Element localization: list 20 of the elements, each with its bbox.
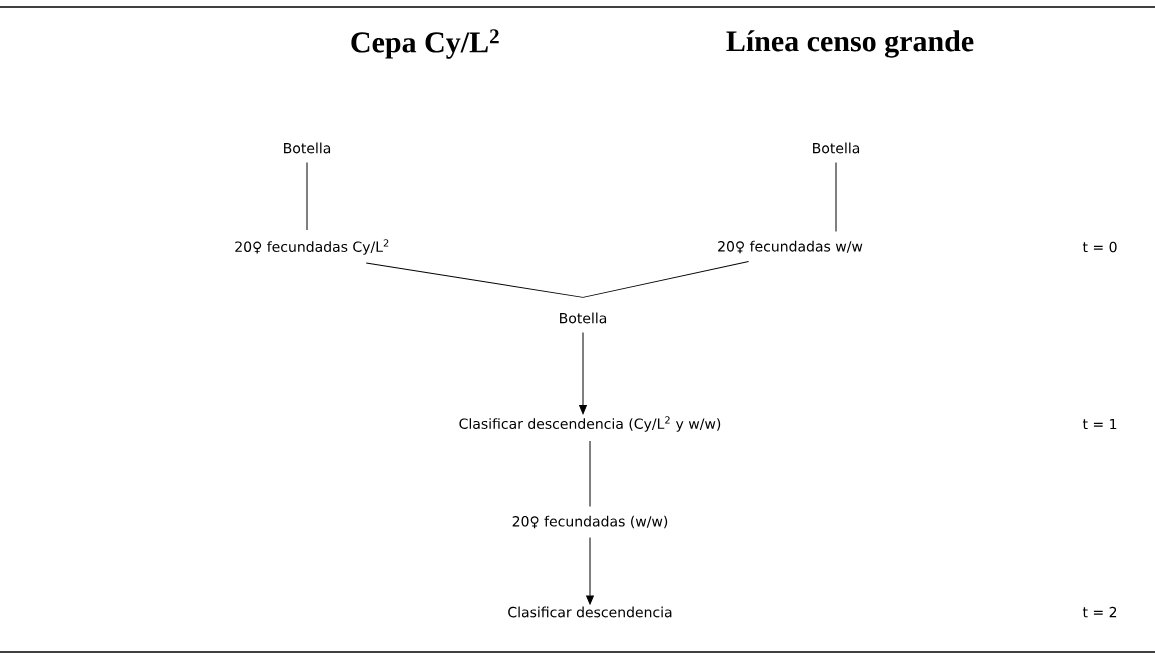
arrow: [579, 332, 587, 415]
step-text: Botella: [560, 312, 607, 324]
step-text: 20♀ fecundadas w/w: [718, 240, 863, 254]
connector-line: [589, 440, 591, 508]
step-text: Clasificar descendencia: [508, 606, 672, 618]
heading: Cepa Cy/L$^{2}$: [351, 29, 499, 59]
arrow: [586, 536, 594, 605]
step-text: Botella: [813, 142, 860, 154]
time-label: t = 0: [1082, 241, 1117, 253]
heading: Línea censo grande: [726, 30, 974, 58]
connector-line: [835, 162, 837, 233]
connector-line: [306, 162, 308, 231]
connector-line: [365, 262, 584, 298]
time-label: t = 1: [1082, 418, 1117, 430]
step-text: 20♀ fecundadas Cy/L$^{2}$: [235, 239, 389, 255]
step-text: Botella: [284, 142, 331, 154]
step-text: 20♀ fecundadas (w/w): [512, 515, 668, 529]
step-text: Clasificar descendencia (Cy/L$^{2}$ y w/w): [459, 416, 721, 432]
time-label: t = 2: [1082, 606, 1117, 618]
connector-line: [582, 260, 750, 298]
